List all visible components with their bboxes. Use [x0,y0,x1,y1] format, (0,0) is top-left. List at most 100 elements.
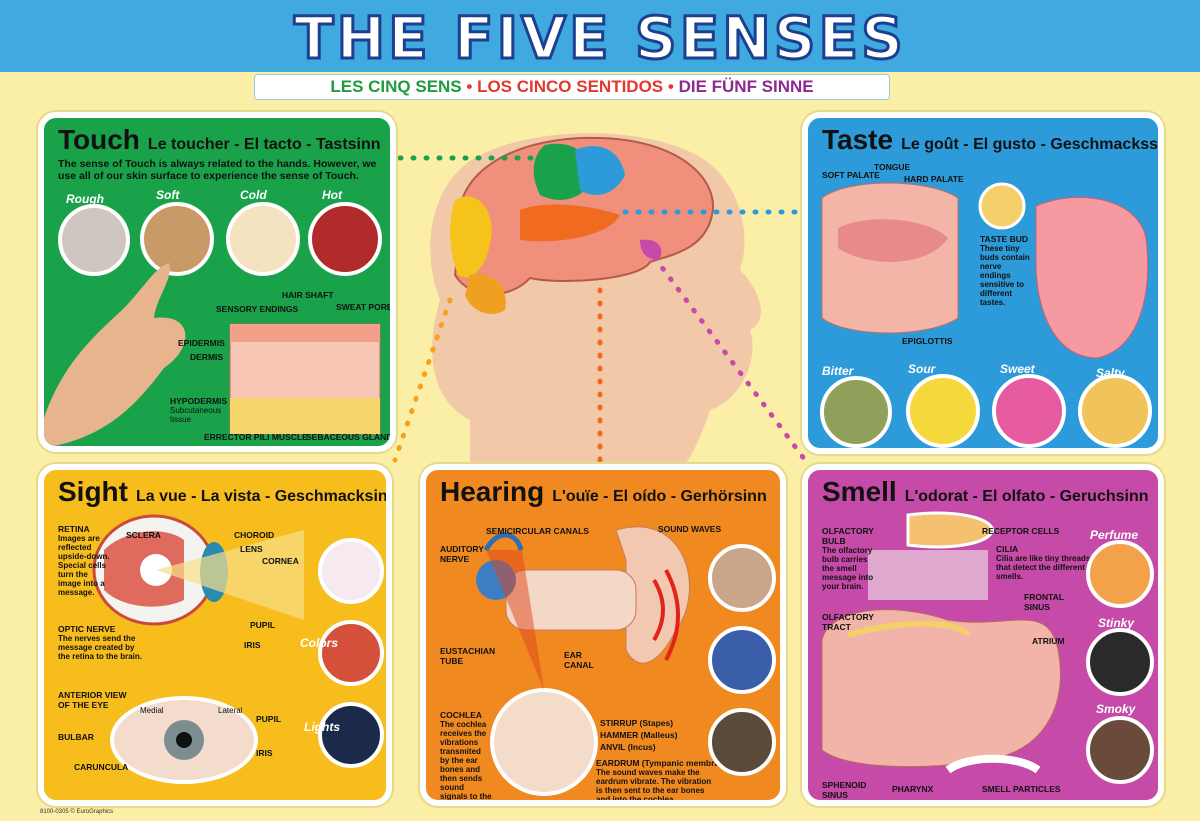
smell-heading: Smell [822,476,897,507]
eardrum-description: The sound waves make the eardrum vibrate… [596,768,712,804]
touch-heading: Touch [58,124,140,155]
header-band [0,0,1200,72]
anterior-pupil [176,732,192,748]
label-dermis: DERMIS [190,352,224,362]
brain-hearing-area [520,204,620,242]
hearing-title: Hearing L'ouïe - El oído - Gerhörsinn [440,476,767,508]
subtitle-es: LOS CINCO SENTIDOS [477,77,664,96]
label-retina: RETINA [58,524,90,534]
label-hammer: HAMMER (Malleus) [600,730,678,740]
sight-example-lights: Lights [304,720,340,734]
olfactory-bulb-detail [906,511,995,549]
hearing-heading: Hearing [440,476,545,507]
taste-example-sweet: Sweet [1000,362,1035,376]
label-lens: LENS [240,544,263,554]
brain-smell-area [640,239,662,260]
hand-shape [44,263,186,446]
sight-heading: Sight [58,476,128,507]
smell-example-perfume: Perfume [1090,528,1139,542]
label-cochlea: COCHLEA [440,710,483,720]
label-receptor-cells: RECEPTOR CELLS [982,526,1060,536]
subtitle-sep-2: • [667,77,674,96]
touch-example-rough: Rough [66,192,104,206]
label-pupil-2: PUPIL [256,714,282,724]
sound-wave-1 [652,578,665,642]
label-eustachian: EUSTACHIAN TUBE [440,646,496,666]
label-taste-bud: TASTE BUD [980,234,1029,244]
skin-epidermis [230,324,380,342]
label-hair-shaft: HAIR SHAFT [282,290,334,300]
label-choroid: CHOROID [234,530,275,540]
perfume-image [1086,540,1154,608]
nasal-cavity [821,609,1061,768]
label-iris-2: IRIS [256,748,273,758]
taste-mouth-tongue-illustration [821,182,1149,359]
label-bulbar: BULBAR [58,732,94,742]
page-title: THE FIVE SENSES [293,4,906,72]
label-anvil: ANVIL (Incus) [600,742,656,752]
taste-panel: Taste Le goût - El gusto - Geschmackssinn… [802,112,1164,454]
touch-description: The sense of Touch is always related to … [58,158,377,182]
touch-example-cold: Cold [240,188,267,202]
hearing-translations: L'ouïe - El oído - Gerhörsinn [552,488,767,505]
smell-panel: Smell L'odorat - El olfato - Geruchsinn O… [802,464,1164,806]
taste-bud-detail [978,182,1026,230]
smell-example-smoky: Smoky [1096,702,1136,716]
label-caruncula: CARUNCULA [74,762,129,772]
label-soft-palate: SOFT PALATE [822,170,880,180]
ear-canal-tube [505,569,637,631]
subtitle-de: DIE FÜNF SINNE [678,77,814,96]
tongue-section [838,219,948,262]
smell-translations: L'odorat - El olfato - Geruchsinn [904,488,1149,505]
semicircular-canals [483,532,524,552]
tongue-top-view [1035,196,1149,359]
label-iris: IRIS [244,640,261,650]
label-smell-particles: SMELL PARTICLES [982,784,1061,794]
teeth [945,754,1041,774]
touch-hand-skin-illustration [44,263,381,446]
sight-example-colors: Colors [300,636,339,650]
bitter-image [820,376,892,448]
hot-image [308,202,382,276]
brain-sight-area [450,196,492,278]
smoky-image [1086,716,1154,784]
taste-translations: Le goût - El gusto - Geschmackssinn [901,136,1164,153]
light-beam [156,530,304,620]
label-epiglottis: EPIGLOTTIS [902,336,953,346]
cochlea-detail [490,688,598,796]
label-atrium: ATRIUM [1032,636,1065,646]
label-cilia: CILIA [996,544,1019,554]
sight-eye-illustration [92,514,304,784]
label-frontal-sinus: FRONTAL SINUS [1024,592,1064,612]
footer-copyright: 8100-0305 © EuroGraphics [40,809,114,815]
label-cornea: CORNEA [262,556,299,566]
label-optic-nerve: OPTIC NERVE [58,624,116,634]
taste-heading: Taste [822,124,894,155]
rattle-image [708,544,776,612]
label-sound-waves: SOUND WAVES [658,524,722,534]
smell-example-stinky: Stinky [1098,616,1135,630]
sweet-image [992,374,1066,448]
label-sphenoid-sinus: SPHENOID SINUS [822,780,867,800]
olfactory-tract-line [847,620,971,638]
taste-title: Taste Le goût - El gusto - Geschmackssinn [822,124,1164,156]
flower-image [318,538,384,604]
smell-title: Smell L'odorat - El olfato - Geruchsinn [822,476,1149,508]
label-stirrup: STIRRUP (Stapes) [600,718,674,728]
label-tongue: TONGUE [874,162,911,172]
salty-image [1078,374,1152,448]
cold-image [226,202,300,276]
subtitle-sep-1: • [466,77,473,96]
taste-example-bitter: Bitter [822,364,854,378]
label-pharynx: PHARYNX [892,784,934,794]
label-anterior-view: ANTERIOR VIEW OF THE EYE [58,690,127,710]
rough-image [58,204,130,276]
touch-example-soft: Soft [156,188,180,202]
soft-image [140,202,214,276]
olfactory-bulb-description: The olfactory bulb carries the smell mes… [822,546,874,591]
lights-image [318,702,384,768]
label-subcutaneous: Subcutaneous tissue [170,406,222,424]
label-olfactory-bulb: OLFACTORY BULB [822,526,874,546]
taste-bud-description: These tiny buds contain nerve endings se… [980,244,1030,307]
